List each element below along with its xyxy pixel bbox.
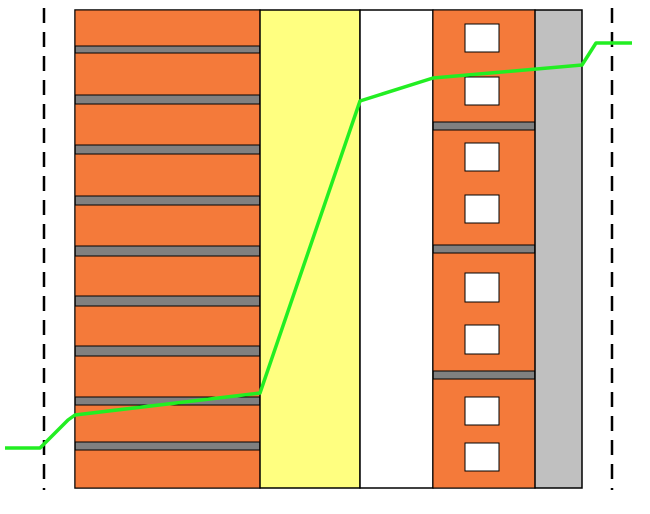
plaster-layer xyxy=(534,9,583,489)
hollow-block-cell xyxy=(464,396,500,426)
hollow-block xyxy=(432,378,536,489)
brick-course xyxy=(74,355,261,398)
hollow-block-cell xyxy=(464,324,500,355)
hollow-block-cell xyxy=(464,76,500,106)
brick-course xyxy=(74,9,261,47)
brick-course xyxy=(74,204,261,247)
brick-course xyxy=(74,103,261,146)
hollow-block-cell xyxy=(464,442,500,472)
hollow-block-cell xyxy=(464,272,500,303)
hollow-block-cell xyxy=(464,194,500,224)
brick-course xyxy=(74,153,261,197)
brick-course xyxy=(74,305,261,347)
hollow-block-cell xyxy=(464,142,500,172)
brick-course xyxy=(74,255,261,297)
temperature-profile-line xyxy=(5,41,632,450)
brick-course xyxy=(74,449,261,489)
hollow-block-cell xyxy=(464,23,500,53)
brick-course xyxy=(74,52,261,96)
